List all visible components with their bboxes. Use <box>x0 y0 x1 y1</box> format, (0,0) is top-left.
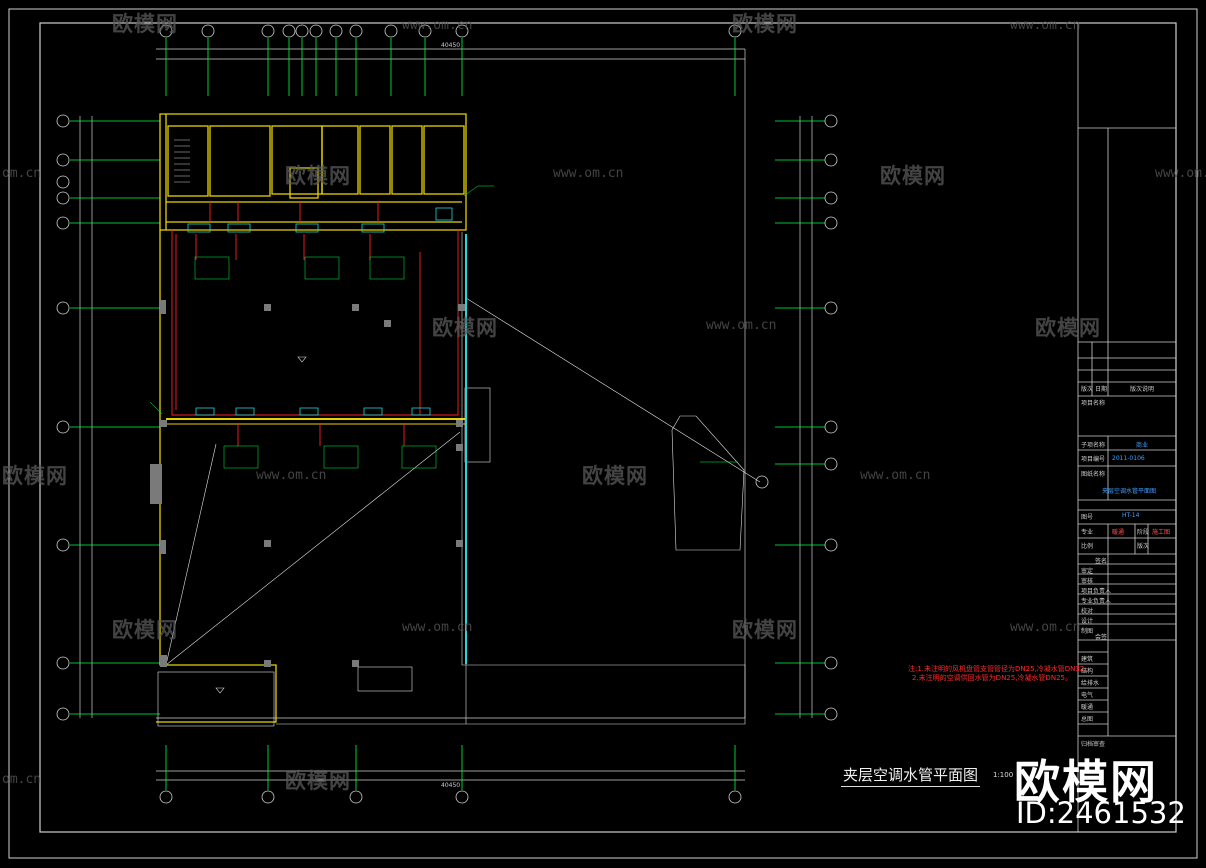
tb-label-edition: 版次 <box>1137 543 1150 550</box>
tb-label-site: 总图 <box>1081 716 1094 723</box>
tb-label-subitem: 子项名称 <box>1081 442 1106 449</box>
overall-dimension-top: 40450 <box>441 42 461 49</box>
sheet-outer-frame <box>8 8 1198 859</box>
watermark-logo: 欧模网 <box>732 618 798 642</box>
pipe-size-labels <box>194 256 437 469</box>
overall-dimension-bottom: 40450 <box>441 782 461 789</box>
title-block-frame <box>1077 22 1177 833</box>
tb-label-project-no: 项目编号 <box>1081 456 1106 463</box>
lower-left-room <box>157 671 275 727</box>
tb-label-project-lead: 项目负责人 <box>1081 588 1112 595</box>
watermark-logo: 欧模网 <box>732 12 798 36</box>
watermark-logo: 欧模网 <box>1035 316 1101 340</box>
tb-label-stage: 阶段 <box>1137 529 1150 536</box>
stair <box>174 139 190 183</box>
tb-label-designed: 设计 <box>1081 618 1094 625</box>
tb-label-rev-desc: 版次说明 <box>1130 386 1155 393</box>
watermark-logo: 欧模网 <box>2 464 68 488</box>
tb-stage-value: 施工图 <box>1152 529 1171 536</box>
tb-label-archive: 归档审查 <box>1081 741 1106 748</box>
tb-label-drawing-name: 图纸名称 <box>1081 471 1106 478</box>
watermark-url: www.om.cn <box>706 318 777 333</box>
watermark-url: www.om.cn <box>1155 166 1206 181</box>
tb-discipline-value: 暖通 <box>1112 529 1125 536</box>
tb-label-plumbing: 给排水 <box>1081 680 1100 687</box>
tb-label-drawing-no: 图号 <box>1081 514 1094 521</box>
watermark-logo: 欧模网 <box>285 164 351 188</box>
tb-label-electrical: 电气 <box>1081 692 1094 699</box>
watermark-url: www.om.cn <box>1010 620 1081 635</box>
watermark-url: www.om.cn <box>256 468 327 483</box>
tb-label-drawn: 制图 <box>1081 628 1094 635</box>
note-line-1: 注:1.未注明的风机盘管支管管径为DN25,冷凝水管DN32。 <box>908 665 1092 673</box>
tb-label-project: 项目名称 <box>1081 400 1106 407</box>
tb-label-signature: 签名 <box>1095 558 1108 565</box>
axis-grid-vertical <box>165 38 736 790</box>
triangle-marker <box>215 687 225 694</box>
tb-label-date: 日期 <box>1095 386 1108 393</box>
tb-label-discipline: 专业 <box>1081 529 1094 536</box>
tb-project-no-value: 2011-0106 <box>1112 455 1145 462</box>
brand-logo-text: 欧模网 <box>1014 755 1158 809</box>
tb-label-checked: 校对 <box>1081 608 1094 615</box>
drawing-title: 夹层空调水管平面图 <box>841 764 981 787</box>
watermark-url: om.cn <box>2 772 42 787</box>
tb-label-scale: 比例 <box>1081 543 1094 550</box>
drawing-scale: 1:100 <box>993 771 1014 779</box>
axis-grid-horizontal <box>70 120 825 715</box>
tb-label-countersign: 会签 <box>1095 634 1108 641</box>
tb-subitem-value: 商业 <box>1136 442 1149 449</box>
hvac-supply-pipes <box>171 202 459 446</box>
watermark-url: www.om.cn <box>1010 18 1081 33</box>
tb-label-arch: 建筑 <box>1081 656 1094 663</box>
watermark-url: om.cn <box>2 166 42 181</box>
note-line-2: 2.未注明的空调供回水管为DN25,冷凝水管DN25。 <box>912 674 1072 682</box>
tb-label-approved: 审定 <box>1081 568 1094 575</box>
tb-drawing-no-value: HT-14 <box>1122 512 1140 519</box>
fan-coil-units <box>187 207 453 416</box>
watermark-logo: 欧模网 <box>432 316 498 340</box>
tb-drawing-name-value: 夹层空调水管平面图 <box>1102 488 1157 495</box>
mezzanine-outline <box>165 232 761 725</box>
watermark-logo: 欧模网 <box>285 769 351 793</box>
dimension-lines <box>79 48 813 781</box>
triangle-marker-2 <box>297 356 307 363</box>
watermark-url: www.om.cn <box>402 18 473 33</box>
columns <box>150 300 465 667</box>
watermark-url: www.om.cn <box>553 166 624 181</box>
tb-label-discipline-lead: 专业负责人 <box>1081 598 1112 605</box>
tb-label-struct: 结构 <box>1081 668 1094 675</box>
building-walls <box>156 113 467 723</box>
axis-bubbles <box>56 24 838 804</box>
watermark-url: www.om.cn <box>860 468 931 483</box>
watermark-logo: 欧模网 <box>880 164 946 188</box>
watermark-url: www.om.cn <box>402 620 473 635</box>
tb-label-hvac: 暖通 <box>1081 704 1094 711</box>
brand-id: ID:2461532 <box>1016 796 1186 830</box>
tb-label-reviewed: 审核 <box>1081 578 1094 585</box>
watermark-logo: 欧模网 <box>582 464 648 488</box>
watermark-logo: 欧模网 <box>112 618 178 642</box>
equipment-tags <box>149 185 738 463</box>
watermark-logo: 欧模网 <box>112 12 178 36</box>
tb-label-revision: 版次 <box>1081 386 1094 393</box>
